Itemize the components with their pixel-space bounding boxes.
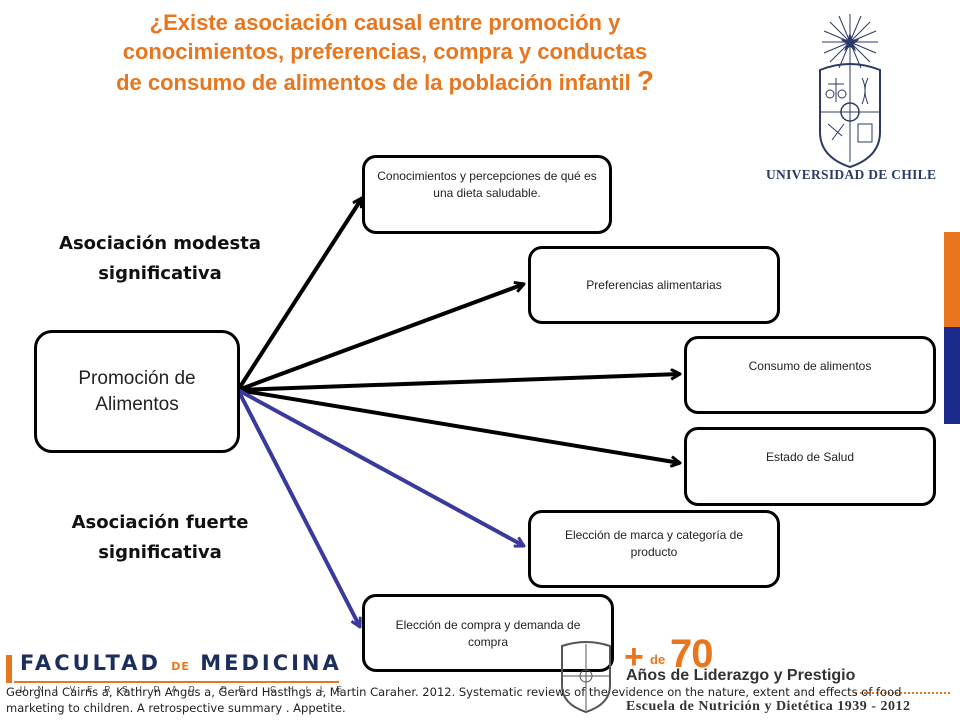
accent-stripe-blue [944, 327, 960, 424]
anniversary-number: 70 [670, 632, 713, 676]
faculty-logo-bar [6, 655, 12, 683]
arrow-to-preferencias [237, 284, 524, 392]
faculty-logo-underline [14, 681, 339, 683]
anniversary-tagline: Años de Liderazgo y Prestigio [626, 667, 856, 684]
target-node-marca: Elección de marca y categoría de product… [528, 510, 780, 588]
target-node-salud: Estado de Salud [684, 427, 936, 506]
target-node-preferencias: Preferencias alimentarias [528, 246, 780, 324]
arrow-to-compra [236, 389, 360, 627]
anniversary-de: de [650, 652, 666, 667]
title-line-3: de consumo de alimentos de la población … [40, 66, 730, 97]
school-name: Escuela de Nutrición y Dietética 1939 - … [626, 699, 911, 714]
arrow-to-marca [237, 388, 524, 548]
slide-title: ¿Existe asociación causal entre promoció… [40, 8, 730, 97]
faculty-logo-de: DE [171, 660, 190, 673]
anniversary-plus: + [624, 638, 644, 676]
modest-label-line-2: significativa [98, 263, 222, 284]
dotted-divider [855, 692, 950, 694]
title-line-1: ¿Existe asociación causal entre promoció… [149, 10, 621, 35]
target-node-conocimientos: Conocimientos y percepciones de qué es u… [362, 155, 612, 234]
university-crest-icon [819, 14, 881, 169]
source-node-line-1: Promoción de [78, 367, 196, 389]
faculty-logo: FACULTAD DE MEDICINA [20, 651, 342, 675]
source-node-promocion: Promoción de Alimentos [34, 330, 240, 453]
arrow-to-consumo [237, 374, 680, 392]
title-question-mark: ? [636, 65, 654, 96]
target-node-compra: Elección de compra y demanda de compra [362, 594, 614, 672]
strong-label-line-1: Asociación fuerte [71, 512, 249, 533]
target-node-consumo: Consumo de alimentos [684, 336, 936, 414]
faculty-logo-subtitle: UNIVERSIDAD DE CHILE [20, 685, 354, 694]
strong-association-label: Asociación fuerte significativa [40, 508, 280, 568]
university-name: UNIVERSIDAD DE CHILE [766, 167, 937, 182]
citation-text: Georgina Cairns a, Kathryn Angus a, Gera… [6, 685, 902, 715]
faculty-logo-word-2: MEDICINA [200, 651, 342, 675]
arrow-to-conocimientos [236, 198, 364, 392]
source-node-line-2: Alimentos [95, 393, 179, 415]
faculty-logo-word-1: FACULTAD [20, 651, 161, 675]
accent-stripe-orange [944, 232, 960, 327]
modest-association-label: Asociación modesta significativa [40, 229, 280, 289]
title-line-3-text: de consumo de alimentos de la población … [116, 70, 631, 95]
arrow-to-salud [237, 388, 680, 463]
strong-label-line-2: significativa [98, 542, 222, 563]
modest-label-line-1: Asociación modesta [59, 233, 261, 254]
school-shield-icon [561, 641, 611, 714]
title-line-2: conocimientos, preferencias, compra y co… [122, 39, 648, 64]
